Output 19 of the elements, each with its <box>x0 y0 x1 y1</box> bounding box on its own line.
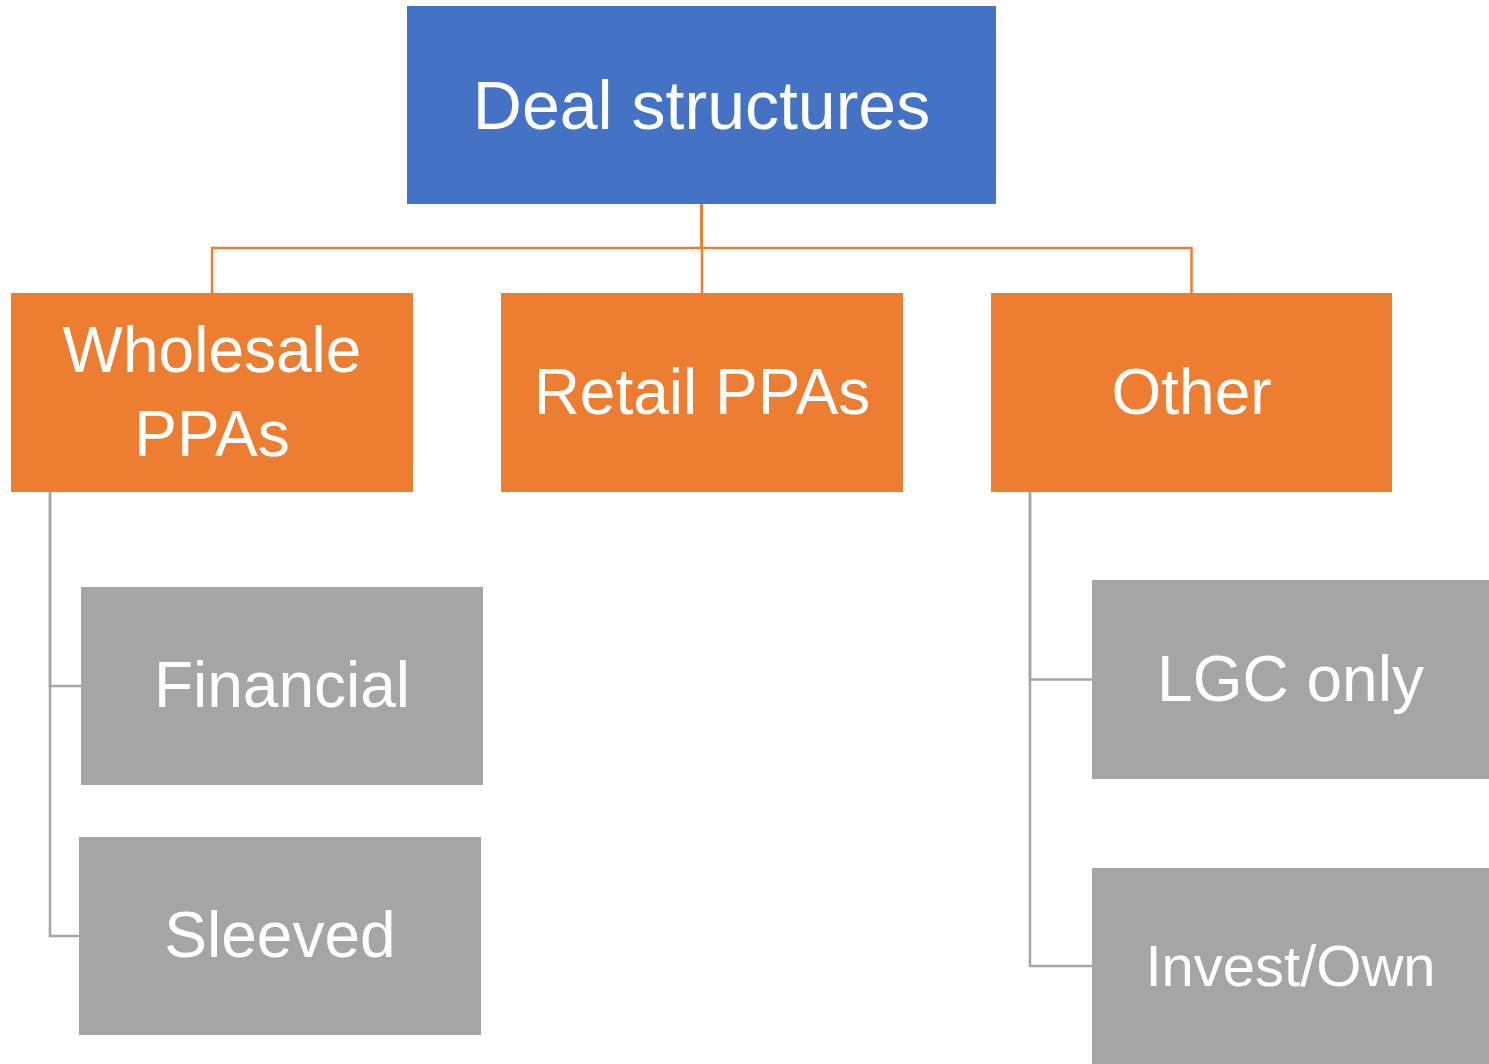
category-box <box>501 293 903 492</box>
category-box <box>1092 868 1489 1064</box>
connector-line <box>48 492 79 938</box>
box-label: Other <box>1111 354 1272 430</box>
category-box <box>1092 580 1489 779</box>
connector-line <box>1028 492 1092 968</box>
box-label: Sleeved <box>164 898 396 974</box>
category-box <box>11 293 413 492</box>
box-label: Wholesale PPAs <box>61 313 363 472</box>
category-box <box>991 293 1392 492</box>
box-label: Financial <box>153 648 411 724</box>
category-box <box>81 587 483 785</box>
category-box <box>79 837 481 1035</box>
category-box <box>407 6 996 204</box>
box-label: Retail PPAs <box>533 354 871 430</box>
connector-line <box>700 204 1193 293</box>
box-label: Deal structures <box>472 65 931 145</box>
box-label: LGC only <box>1157 641 1424 717</box>
box-label: Invest/Own <box>1145 932 1436 1001</box>
